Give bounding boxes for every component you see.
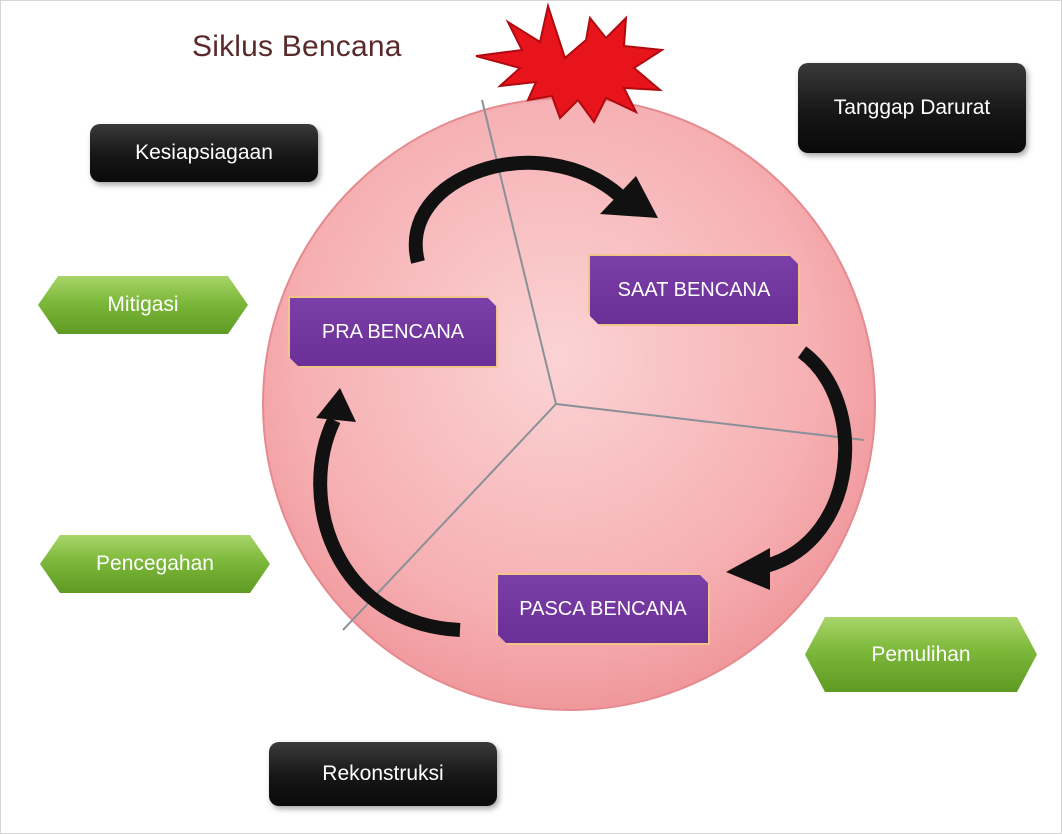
activity-mitigasi: Mitigasi xyxy=(38,276,248,334)
activity-rekonstruksi: Rekonstruksi xyxy=(269,742,497,806)
activity-pemulihan: Pemulihan xyxy=(805,617,1037,692)
arrow-saat-to-pasca-icon xyxy=(726,346,853,590)
disaster-burst-icon xyxy=(475,2,665,124)
activity-pencegahan: Pencegahan xyxy=(40,535,270,593)
arrow-pasca-to-pra-icon xyxy=(313,388,461,637)
activity-tanggap-darurat: Tanggap Darurat xyxy=(798,63,1026,153)
phase-pasca-bencana: PASCA BENCANA xyxy=(496,573,710,645)
phase-pra-bencana: PRA BENCANA xyxy=(288,296,498,368)
activity-kesiapsiagaan: Kesiapsiagaan xyxy=(90,124,318,182)
diagram-title: Siklus Bencana xyxy=(192,30,402,63)
sector-lines xyxy=(342,99,865,631)
phase-saat-bencana: SAAT BENCANA xyxy=(588,254,800,326)
arrow-pra-to-saat-icon xyxy=(408,155,658,264)
